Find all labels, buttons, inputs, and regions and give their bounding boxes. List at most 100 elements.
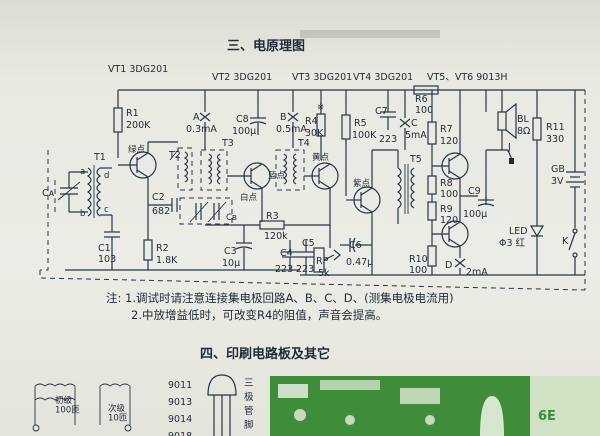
test-point-b xyxy=(287,90,299,148)
label-vt1: VT1 3DG201 xyxy=(108,64,168,75)
capacitor-c9 xyxy=(460,160,495,207)
coil-t1 xyxy=(69,165,112,218)
label-b-current: 0.5mA xyxy=(276,124,307,135)
label-r11-value: 330 xyxy=(546,134,564,145)
dashed-boundary xyxy=(40,150,49,271)
resistor-r8 xyxy=(427,160,437,195)
label-c9: C9 xyxy=(468,186,481,197)
label-r11: R11 xyxy=(546,122,565,133)
transistor-vt3 xyxy=(304,162,339,240)
label-c-point: C xyxy=(411,118,418,129)
label-white-dot: 白点 xyxy=(240,192,258,203)
label-c1: C1 xyxy=(98,243,111,254)
label-r7-value: 120 xyxy=(440,136,458,147)
label-t4: T4 xyxy=(297,138,310,149)
resistor-r4 xyxy=(316,90,326,160)
label-c4: C4 xyxy=(280,248,293,259)
resistor-r3 xyxy=(205,220,330,230)
note-line-1: 注: 1.调试时请注意连接集电极回路A、B、C、D、(测集电极电流用) xyxy=(106,291,454,305)
resistor-r10 xyxy=(427,220,437,275)
coil-t3 xyxy=(200,149,228,191)
coil-t4 xyxy=(275,149,305,191)
capacitor-c3 xyxy=(235,225,253,270)
label-r8-value: 100 xyxy=(440,189,458,200)
capacitor-cb xyxy=(179,197,233,225)
label-r7: R7 xyxy=(440,124,453,135)
label-k: K xyxy=(562,236,569,247)
label-r10-value: 100 xyxy=(409,265,427,276)
label-c9-value: 100μ xyxy=(463,209,487,220)
label-c2: C2 xyxy=(152,192,165,203)
test-point-a xyxy=(199,90,211,150)
transistor-vt5 xyxy=(432,90,469,196)
label-a-point: A xyxy=(193,112,200,123)
label-coil-b: b xyxy=(80,209,85,219)
earphone-jack-j xyxy=(485,149,514,164)
label-r3: R3 xyxy=(266,211,279,222)
resistor-r11 xyxy=(532,90,542,226)
resistor-r7 xyxy=(427,90,437,160)
label-pin-title-4: 脚 xyxy=(244,420,254,431)
label-pin-title-3: 管 xyxy=(244,405,254,417)
resistor-r9 xyxy=(427,194,437,221)
part-9018: 9018 xyxy=(168,431,192,436)
pcb-coil-sketch xyxy=(32,383,132,432)
label-led: LED xyxy=(509,226,528,237)
capacitor-c7 xyxy=(380,90,396,130)
test-point-c xyxy=(399,90,411,150)
resistor-r1 xyxy=(113,90,123,158)
label-c3-value: 10μ xyxy=(222,258,240,269)
label-coil-a: a xyxy=(80,167,85,177)
pcb-board-image xyxy=(270,376,600,436)
label-c5-value: 223 xyxy=(296,264,314,275)
label-r3-value: 120k xyxy=(264,231,288,242)
capacitor-c4 xyxy=(282,240,298,270)
label-r8: R8 xyxy=(440,178,453,189)
resistor-r5 xyxy=(341,90,351,196)
label-r5: R5 xyxy=(354,118,367,129)
capacitor-c2 xyxy=(148,198,178,212)
label-a-current: 0.3mA xyxy=(186,124,217,135)
label-c6: C6 xyxy=(349,240,362,251)
label-green-dot: 绿点 xyxy=(128,144,146,155)
switch-k xyxy=(568,228,578,275)
label-vt4: VT4 3DG201 xyxy=(353,72,413,83)
label-r2-value: 1.8K xyxy=(156,255,178,266)
coil-t5 xyxy=(372,149,416,224)
label-c6-value: 0.47μ xyxy=(346,257,373,268)
transistor-vt6 xyxy=(432,196,469,258)
label-r4-star: ※ xyxy=(317,103,324,113)
capacitor-c6 xyxy=(340,237,372,253)
label-vt3: VT3 3DG201 xyxy=(292,72,352,83)
test-point-d xyxy=(454,258,466,275)
capacitor-ca xyxy=(54,172,81,212)
part-9014: 9014 xyxy=(168,414,192,425)
label-c1-value: 103 xyxy=(98,254,116,265)
label-coil-d: d xyxy=(104,171,109,181)
backprint-watermark xyxy=(300,30,440,38)
label-c2-value: 682 xyxy=(152,206,170,217)
transistor-pinout-sketch xyxy=(207,374,237,436)
transistor-vt1 xyxy=(118,141,178,240)
label-led-value: Φ3 红 xyxy=(499,237,526,249)
label-r6-value: 100 xyxy=(415,105,433,116)
resistor-r6 xyxy=(413,85,439,95)
label-r2: R2 xyxy=(156,243,169,254)
label-vt2: VT2 3DG201 xyxy=(212,72,272,83)
label-r1-value: 200K xyxy=(126,120,151,131)
pcb-edge-label: 6E xyxy=(538,409,556,424)
label-ca: Cᴀ xyxy=(42,188,55,199)
label-t3: T3 xyxy=(221,138,234,149)
transistor-vt2 xyxy=(227,162,271,222)
label-j: J xyxy=(507,142,511,153)
label-gb-value: 3V xyxy=(551,176,564,187)
note-line-2: 2.中放增益低时，可改变R4的阻值，声音会提高。 xyxy=(131,308,388,322)
label-gb: GB xyxy=(551,164,565,175)
label-c8-value: 100μ xyxy=(232,126,256,137)
potentiometer-rp xyxy=(313,240,341,273)
label-c4-value: 223 xyxy=(275,264,293,275)
speaker-bl xyxy=(485,90,517,150)
